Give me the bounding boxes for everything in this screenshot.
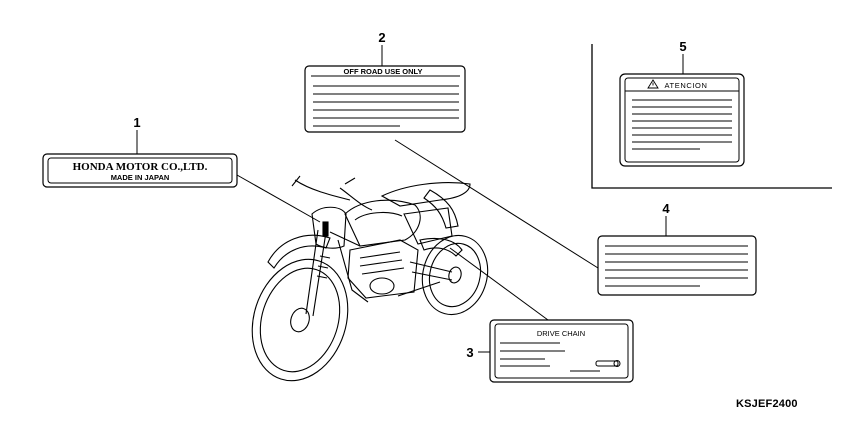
label-5-sticker [619, 73, 745, 167]
label-2-sticker [304, 65, 466, 133]
label-3-pointer [449, 247, 549, 321]
callout-3-number: 3 [466, 345, 473, 360]
label-1-sticker [42, 153, 238, 188]
diagram-code: KSJEF2400 [736, 398, 798, 410]
warning-triangle-icon [647, 79, 659, 89]
callout-5-number: 5 [679, 39, 686, 54]
callout-1-number: 1 [133, 115, 140, 130]
inset-frame [591, 44, 832, 189]
callout-2-number: 2 [378, 30, 385, 45]
label-1-line-2: MADE IN JAPAN [111, 173, 170, 182]
wrench-icon [595, 360, 621, 367]
label-3-title: DRIVE CHAIN [537, 329, 585, 338]
motorcycle-drawing [251, 175, 489, 382]
label-4-sticker [597, 235, 757, 296]
label-2-pointer [394, 139, 599, 269]
label-5-title: ATENCION [665, 81, 708, 90]
label-2-title: OFF ROAD USE ONLY [344, 67, 423, 76]
label-3-sticker [489, 319, 634, 383]
label-1-pointer [236, 174, 321, 223]
callout-4-number: 4 [662, 201, 670, 216]
label-1-line-1: HONDA MOTOR CO.,LTD. [73, 161, 208, 173]
